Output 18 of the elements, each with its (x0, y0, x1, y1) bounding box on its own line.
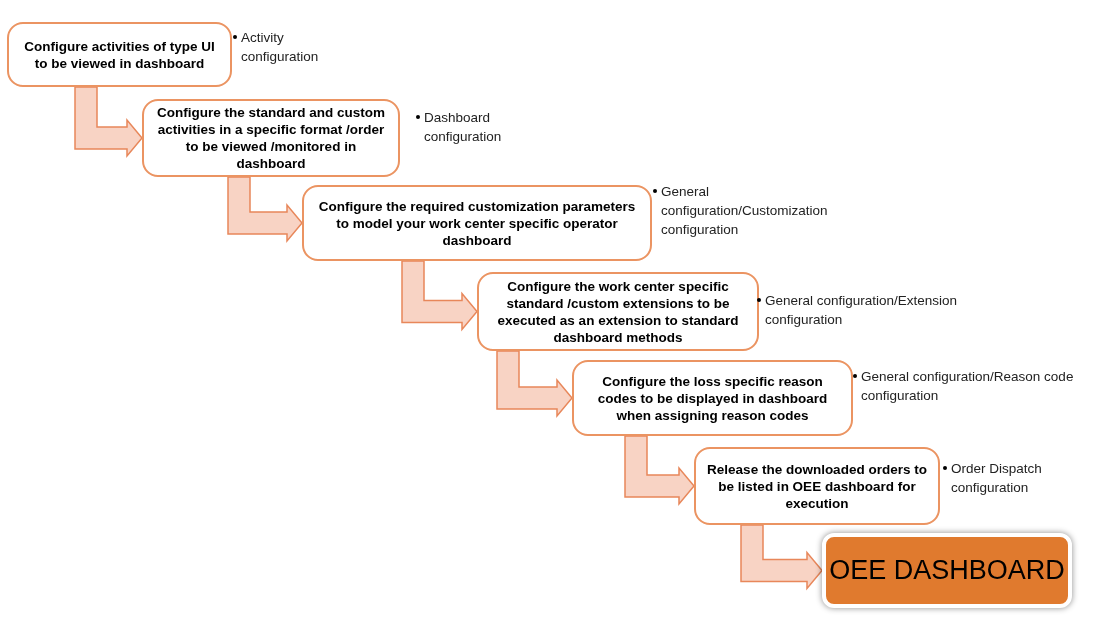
step-box: Configure the required customization parameters to model your work center specific operator dashboard (302, 185, 652, 261)
note-text: Order Dispatch configuration (951, 460, 1043, 497)
block-arrow (624, 435, 695, 507)
block-arrow (740, 524, 823, 591)
step-box: Configure the standard and custom activities in a specific format /order to be viewed /monitored in dashboard (142, 99, 400, 177)
note-text: General configuration/Customization configuration (661, 183, 829, 239)
note-text: Dashboard configuration (424, 109, 503, 146)
step-box: Configure activities of type UI to be viewed in dashboard (7, 22, 232, 87)
step-box: Configure the loss specific reason codes to be displayed in dashboard when assigning reason codes (572, 360, 853, 436)
step-box: Configure the work center specific standard /custom extensions to be executed as an extension to standard dashboard methods (477, 272, 759, 351)
block-arrow (496, 350, 573, 419)
note-text: Activity configuration (241, 29, 320, 66)
step-box: Release the downloaded orders to be listed in OEE dashboard for execution (694, 447, 940, 525)
block-arrow (74, 86, 143, 159)
note-text: General configuration/Extension configuration (765, 292, 959, 329)
block-arrow (227, 176, 303, 244)
note-text: General configuration/Reason code configuration (861, 368, 1075, 405)
block-arrow (401, 260, 478, 332)
